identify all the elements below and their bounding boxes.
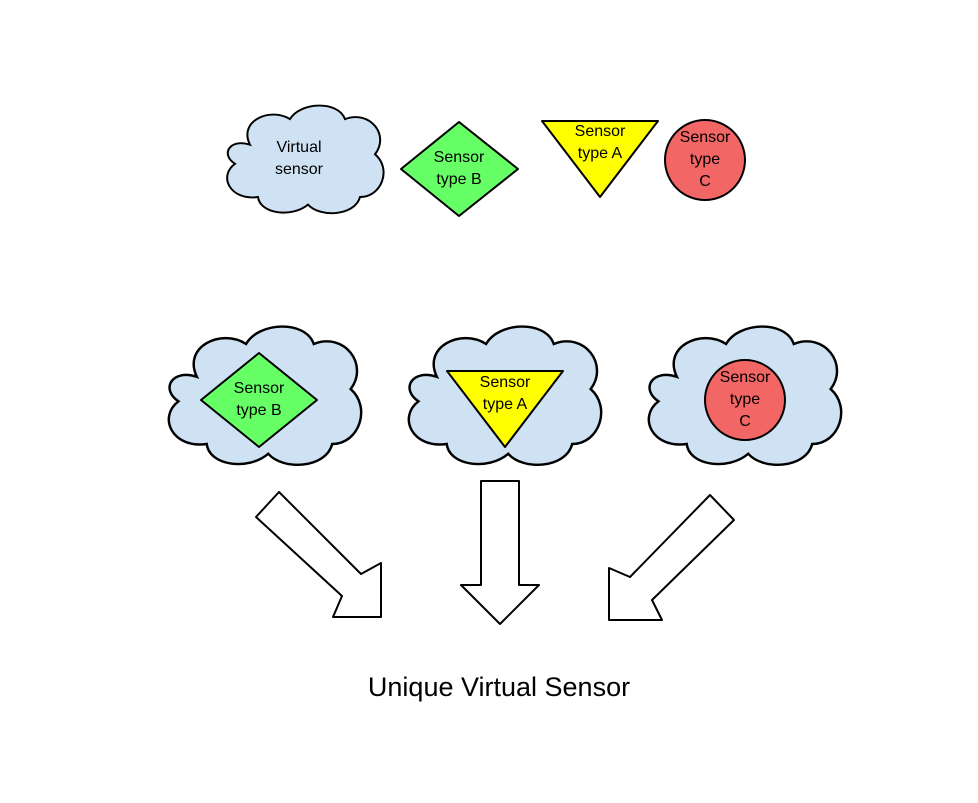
arrows xyxy=(255,480,735,625)
sensor-type-a-triangle xyxy=(541,120,659,198)
sensor-type-a-triangle xyxy=(446,370,564,448)
cloud-shape xyxy=(226,104,385,215)
cloud-c-label-line2: type xyxy=(730,391,760,408)
sensor-type-b-diamond xyxy=(400,121,519,217)
sensor-type-a-label-line1: Sensor xyxy=(575,123,626,140)
cloud-c-label-line3: C xyxy=(739,413,751,430)
sensor-type-b-diamond xyxy=(200,352,318,448)
composed-row: Sensor type B Sensor type A Sensor type … xyxy=(167,325,843,467)
arrow-down-right xyxy=(255,491,382,618)
sensor-type-c-label-line1: Sensor xyxy=(680,129,731,146)
cloud-c-label-line1: Sensor xyxy=(720,369,771,386)
cloud-a-label-line1: Sensor xyxy=(480,374,531,391)
cloud-b-label-line1: Sensor xyxy=(234,380,285,397)
virtual-sensor-cloud xyxy=(226,104,385,215)
legend-row: Virtual sensor Sensor type B Sensor type… xyxy=(226,104,746,217)
arrow-down xyxy=(460,480,540,625)
cloud-with-sensor-a: Sensor type A xyxy=(407,325,603,467)
virtual-sensor-label-line2: sensor xyxy=(275,161,324,178)
diagram-caption: Unique Virtual Sensor xyxy=(368,672,630,702)
sensor-type-b-label-line2: type B xyxy=(436,171,481,188)
sensor-type-c-circle xyxy=(664,119,746,201)
cloud-a-label-line2: type A xyxy=(483,396,528,413)
sensor-type-c-label-line2: type xyxy=(690,151,720,168)
sensor-type-a-label-line2: type A xyxy=(578,145,623,162)
arrow-down-left xyxy=(608,494,735,621)
cloud-with-sensor-c: Sensor type C xyxy=(647,325,843,467)
virtual-sensor-label-line1: Virtual xyxy=(276,139,321,156)
cloud-with-sensor-b: Sensor type B xyxy=(167,325,363,467)
sensor-type-b-label-line1: Sensor xyxy=(434,149,485,166)
cloud-b-label-line2: type B xyxy=(236,402,281,419)
sensor-type-c-label-line3: C xyxy=(699,173,711,190)
sensor-type-c-circle xyxy=(704,359,786,441)
